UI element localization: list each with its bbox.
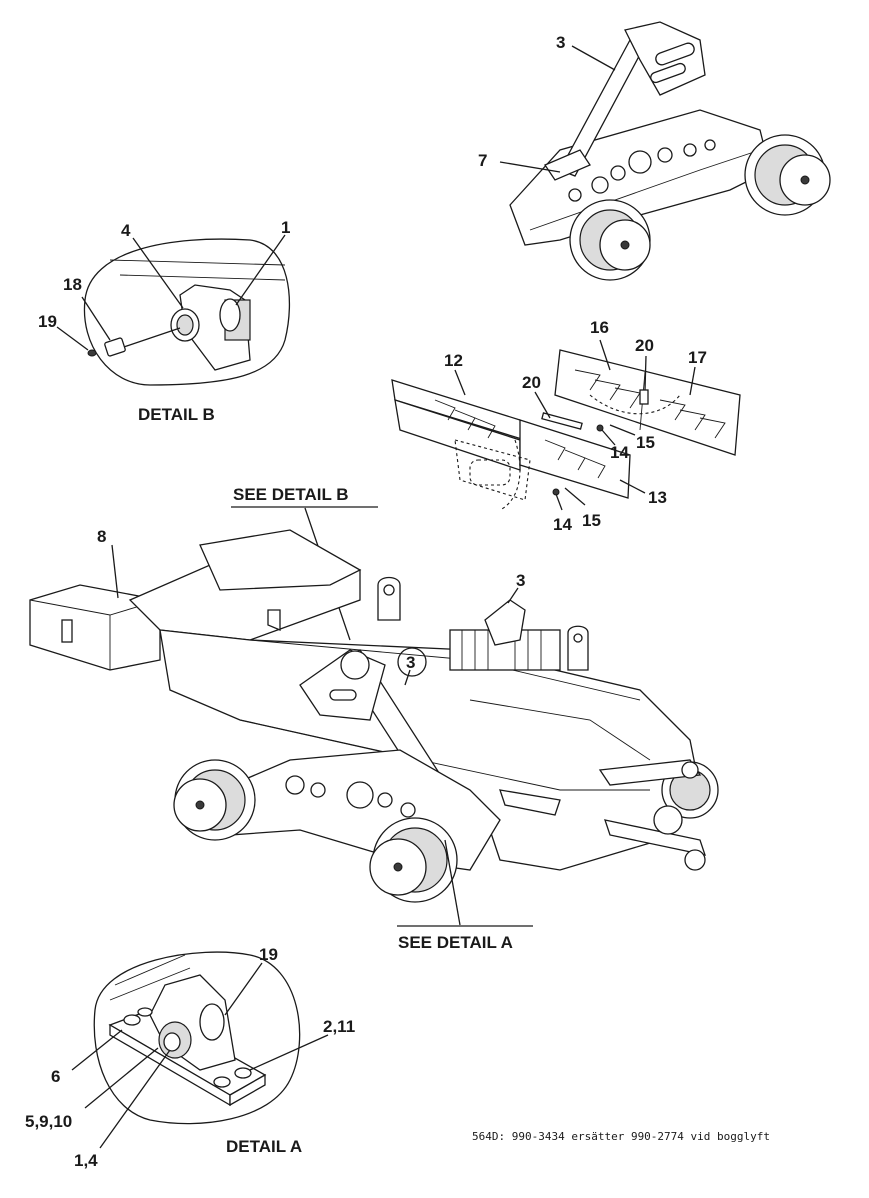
callout-4: 4 — [121, 221, 131, 240]
callout-15-lower: 15 — [582, 511, 601, 530]
callout-3-circled: 3 — [406, 653, 415, 672]
callout-16: 16 — [590, 318, 609, 337]
callout-13: 13 — [648, 488, 667, 507]
callout-7: 7 — [478, 151, 487, 170]
callout-1: 1 — [281, 218, 290, 237]
callout-19-a: 19 — [259, 945, 278, 964]
guard-plates: 16 20 17 12 20 14 15 13 14 15 — [391, 318, 741, 534]
callout-20-upper: 20 — [635, 336, 654, 355]
callout-15-upper: 15 — [636, 433, 655, 452]
detail-b: 4 1 18 19 DETAIL B — [38, 218, 290, 424]
callout-3-main: 3 — [516, 571, 525, 590]
callout-18: 18 — [63, 275, 82, 294]
see-detail-a-caption: SEE DETAIL A — [398, 933, 513, 952]
revision-note: 564D: 990-3434 ersätter 990-2774 vid bog… — [472, 1130, 770, 1143]
callout-5-9-10: 5,9,10 — [25, 1112, 72, 1131]
bogie-top-view: 3 7 — [478, 21, 831, 281]
callout-1-4: 1,4 — [74, 1151, 98, 1170]
callout-19-b: 19 — [38, 312, 57, 331]
hub-main-left — [173, 759, 256, 841]
detail-a: 19 2,11 6 5,9,10 1,4 DETAIL A — [25, 945, 355, 1170]
callout-14-lower: 14 — [553, 515, 572, 534]
callout-6: 6 — [51, 1067, 60, 1086]
callout-14-upper: 14 — [610, 443, 629, 462]
callout-8: 8 — [97, 527, 106, 546]
detail-b-caption: DETAIL B — [138, 405, 215, 424]
hub-rear — [744, 134, 831, 216]
callout-17: 17 — [688, 348, 707, 367]
hub-main-front — [369, 817, 458, 903]
callout-3-top: 3 — [556, 33, 565, 52]
callout-20-lower: 20 — [522, 373, 541, 392]
see-detail-b-caption: SEE DETAIL B — [233, 485, 349, 504]
detail-a-caption: DETAIL A — [226, 1137, 302, 1156]
callout-2-11: 2,11 — [323, 1017, 355, 1036]
hub-front — [569, 199, 651, 281]
main-machine-view: SEE DETAIL B — [29, 485, 719, 952]
callout-12: 12 — [444, 351, 463, 370]
